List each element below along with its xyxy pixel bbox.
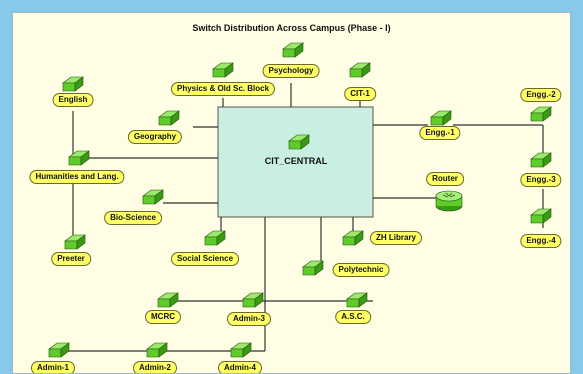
switch-icon-central [288, 134, 310, 150]
node-label-zhlibrary: ZH Library [369, 231, 423, 245]
switch-icon-humanities [68, 150, 90, 166]
node-label-engg1: Engg.-1 [419, 126, 461, 140]
switch-icon-bioscience [142, 189, 164, 205]
node-label-admin4: Admin-4 [218, 361, 262, 373]
switch-icon-engg2 [530, 106, 552, 122]
switch-icon-mcrc [157, 292, 179, 308]
node-label-admin2: Admin-2 [133, 361, 177, 373]
switch-icon-zhlibrary [342, 230, 364, 246]
switch-icon-engg4 [530, 208, 552, 224]
node-label-polytechnic: Polytechnic [332, 263, 390, 277]
switch-icon-socialscience [204, 230, 226, 246]
switch-icon-admin1 [48, 342, 70, 358]
node-label-engg3: Engg.-3 [520, 173, 562, 187]
node-label-humanities: Humanities and Lang. [29, 170, 125, 184]
switch-icon-english [62, 76, 84, 92]
node-label-bioscience: Bio-Science [104, 211, 162, 225]
node-label-engg2: Engg.-2 [520, 88, 562, 102]
links-group [58, 83, 544, 352]
node-label-mcrc: MCRC [145, 310, 181, 324]
connection-lines [48, 42, 552, 358]
node-label-socialscience: Social Science [170, 252, 240, 266]
node-label-asc: A.S.C. [335, 310, 371, 324]
node-label-cit1: CIT-1 [344, 87, 376, 101]
node-label-geography: Geography [127, 130, 183, 144]
node-label-admin3: Admin-3 [227, 312, 271, 326]
switch-icon-preeter [64, 234, 86, 250]
switch-icon-admin4 [230, 342, 252, 358]
switch-icon-cit1 [349, 62, 371, 78]
node-label-english: English [52, 93, 94, 107]
switch-icons-group [48, 42, 552, 358]
switch-icon-physics [212, 62, 234, 78]
node-label-router: Router [426, 172, 464, 186]
diagram-title: Switch Distribution Across Campus (Phase… [192, 23, 391, 33]
node-label-physics: Physics & Old Sc. Block [170, 82, 276, 96]
node-label-admin1: Admin-1 [31, 361, 75, 373]
switch-icon-admin2 [146, 342, 168, 358]
central-box [217, 106, 374, 218]
node-label-engg4: Engg.-4 [520, 234, 562, 248]
node-label-psychology: Psychology [262, 64, 320, 78]
switch-icon-engg3 [530, 152, 552, 168]
node-label-preeter: Preeter [51, 252, 91, 266]
switch-icon-polytechnic [302, 260, 324, 276]
diagram-canvas: Switch Distribution Across Campus (Phase… [12, 12, 571, 374]
switch-icon-geography [158, 110, 180, 126]
switch-icon-asc [346, 292, 368, 308]
switch-icon-engg1 [430, 110, 452, 126]
central-label: CIT_CENTRAL [264, 156, 328, 166]
switch-icon-psychology [282, 42, 304, 58]
switch-icon-admin3 [242, 292, 264, 308]
router-icon [435, 190, 463, 212]
